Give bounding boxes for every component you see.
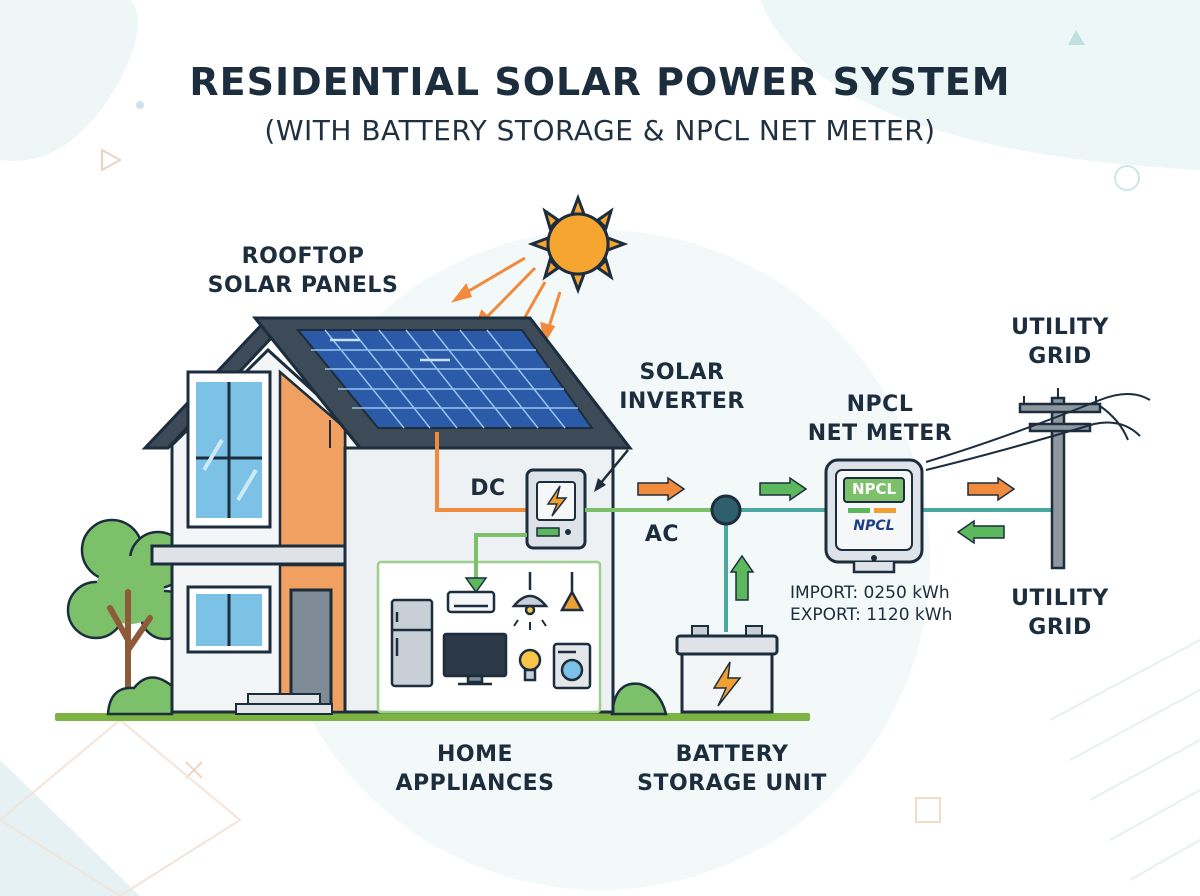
label-utility-grid-top: UTILITY GRID xyxy=(1011,315,1109,369)
diagram-title: RESIDENTIAL SOLAR POWER SYSTEM xyxy=(189,60,1011,104)
label-rooftop-solar-panels: ROOFTOP SOLAR PANELS xyxy=(207,244,399,298)
appliance-arrow xyxy=(464,577,488,594)
solar-inverter-icon xyxy=(525,468,587,550)
meter-readings: IMPORT: 0250 kWh EXPORT: 1120 kWh xyxy=(790,583,953,625)
appliance-cable xyxy=(474,533,527,578)
sun-icon xyxy=(527,193,629,295)
home-appliances-icons xyxy=(390,572,592,690)
label-solar-inverter: SOLAR INVERTER xyxy=(619,360,745,414)
battery-icon xyxy=(675,625,779,714)
bush-left xyxy=(106,676,174,716)
diagram-subtitle: (WITH BATTERY STORAGE & NPCL NET METER) xyxy=(264,114,936,147)
label-npcl-net-meter: NPCL NET METER xyxy=(807,392,953,446)
utility-pole-icon xyxy=(925,388,1151,570)
label-dc: DC xyxy=(470,476,506,501)
flow-arrows xyxy=(637,476,1016,601)
bush-right xyxy=(610,682,668,716)
inverter-pointer xyxy=(594,449,629,492)
dc-cable xyxy=(435,432,527,512)
label-ac: AC xyxy=(644,522,680,547)
net-meter-icon xyxy=(824,458,924,574)
label-utility-grid-bottom: UTILITY GRID xyxy=(1011,586,1109,640)
junction-node xyxy=(710,494,742,526)
meter-brand-logo: NPCL xyxy=(853,518,895,534)
label-home-appliances: HOME APPLIANCES xyxy=(395,742,555,796)
meter-display-brand: NPCL xyxy=(851,480,897,498)
tree xyxy=(66,518,191,715)
label-battery-storage-unit: BATTERY STORAGE UNIT xyxy=(637,742,827,796)
